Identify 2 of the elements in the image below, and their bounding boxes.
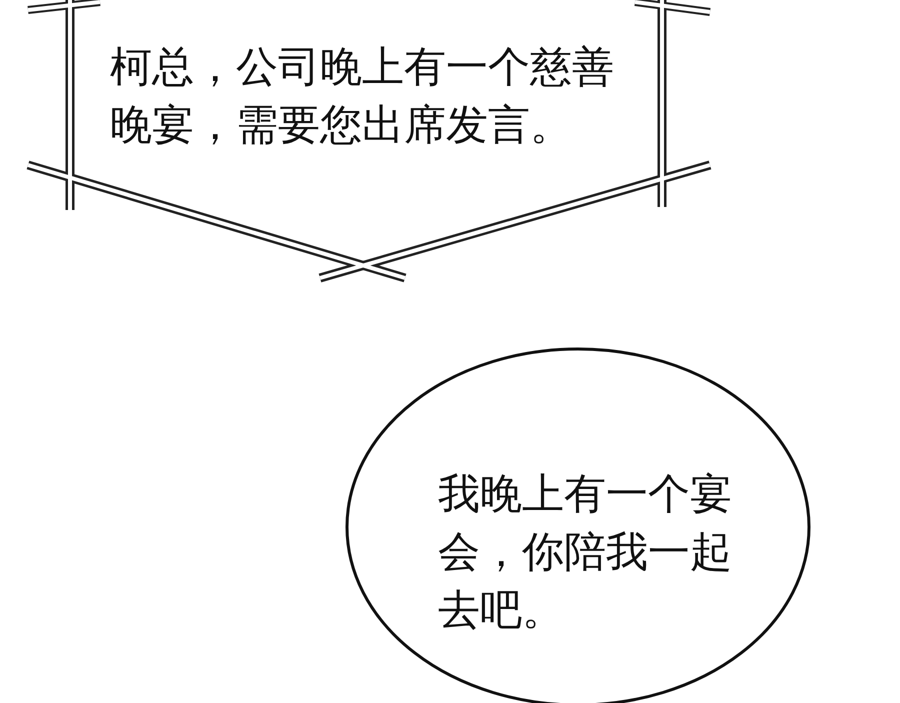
speech-text: 我晚上有一个宴会，你陪我一起去吧。 [438,468,732,636]
speech-text: 柯总，公司晚上有一个慈善晚宴，需要您出席发言。 [110,41,614,151]
